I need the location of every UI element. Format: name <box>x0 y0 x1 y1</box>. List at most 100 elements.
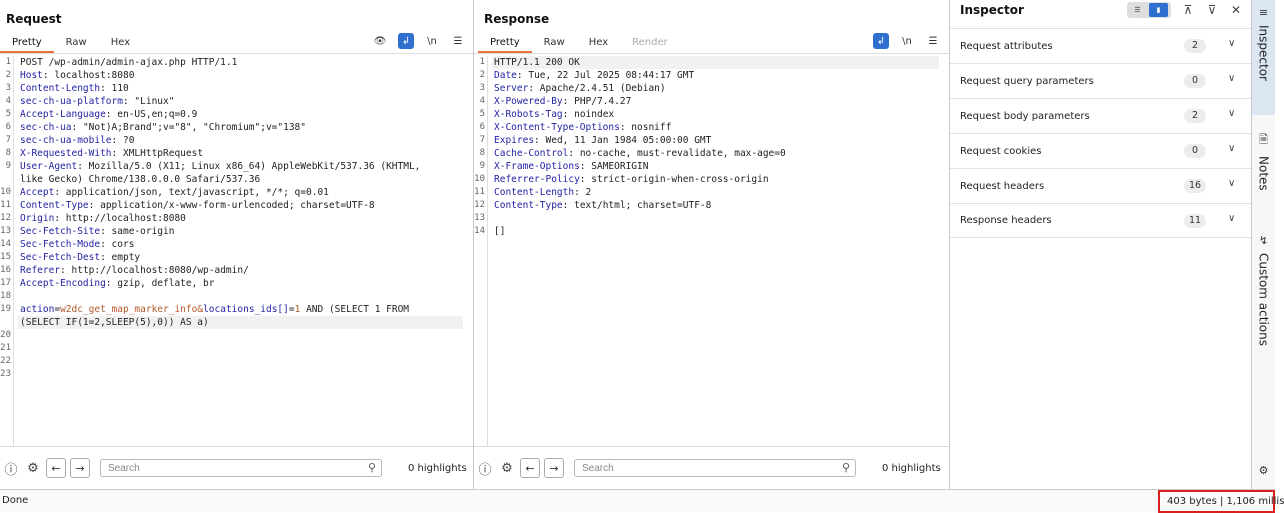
inspector-row-count: 0 <box>1184 144 1206 158</box>
tab-render[interactable]: Render <box>632 37 668 48</box>
request-toolbar: 👁 ↲ \n ☰ <box>372 33 466 49</box>
menu-icon[interactable]: ☰ <box>453 35 463 47</box>
header-colon: : <box>619 122 626 133</box>
header-colon: : <box>71 122 78 133</box>
header-colon: : <box>77 161 83 172</box>
help-icon[interactable]: ⓘ <box>4 462 18 478</box>
code-line: Referrer-Policy: strict-origin-when-cros… <box>494 173 939 186</box>
chevron-down-icon[interactable]: ∨ <box>1228 178 1236 189</box>
line-number: 11 <box>0 200 11 210</box>
header-name: User-Agent <box>20 161 78 172</box>
code-line <box>20 342 463 355</box>
gear-icon[interactable]: ⚙ <box>27 460 39 476</box>
wrap-icon[interactable]: ↲ <box>398 33 414 49</box>
status-text: Done <box>2 495 29 506</box>
help-icon[interactable]: ⓘ <box>478 462 492 478</box>
code-line: Content-Type: text/html; charset=UTF-8 <box>494 199 939 212</box>
eye-slash-icon[interactable]: 👁 <box>373 35 387 47</box>
close-icon[interactable]: ✕ <box>1230 3 1242 17</box>
header-name: X-Requested-With <box>20 148 112 159</box>
search-icon[interactable]: ⚲ <box>841 461 850 474</box>
header-value: http://localhost:8080 <box>60 213 186 224</box>
code-line <box>20 355 463 368</box>
chevron-down-icon[interactable]: ∨ <box>1228 38 1236 49</box>
code-line: Content-Length: 110 <box>20 82 463 95</box>
forward-button[interactable]: → <box>70 458 90 478</box>
chevron-down-icon[interactable]: ∨ <box>1228 143 1236 154</box>
response-search-input[interactable] <box>575 460 825 476</box>
chevron-down-icon[interactable]: ∨ <box>1228 73 1236 84</box>
line-number: 16 <box>0 265 11 275</box>
header-colon: : <box>562 200 569 211</box>
header-value: Apache/2.4.51 (Debian) <box>534 83 666 94</box>
code-line: X-Content-Type-Options: nosniff <box>494 121 939 134</box>
side-tab-custom-actions[interactable]: ↯ Custom actions <box>1252 228 1275 353</box>
header-colon: : <box>562 96 569 107</box>
line-number: 15 <box>0 252 11 262</box>
tab-hex[interactable]: Hex <box>588 37 609 48</box>
collapse-icon[interactable]: ⊽ <box>1207 3 1217 17</box>
code-line: Content-Length: 2 <box>494 186 939 199</box>
response-metrics: 403 bytes | 1,106 millis <box>1158 490 1284 513</box>
code-line: Expires: Wed, 11 Jan 1984 05:00:00 GMT <box>494 134 939 147</box>
menu-icon[interactable]: ☰ <box>928 35 938 47</box>
side-tab-inspector-label: Inspector <box>1256 25 1271 81</box>
line-number: 21 <box>0 343 11 353</box>
gear-icon[interactable]: ⚙ <box>501 460 513 476</box>
line-number <box>0 173 13 186</box>
code-line <box>494 212 939 225</box>
line-number: 10 <box>0 187 11 197</box>
wrap-icon[interactable]: ↲ <box>873 33 889 49</box>
side-tab-notes[interactable]: 🗎 Notes <box>1252 125 1275 215</box>
align-top-icon[interactable]: ⊼ <box>1183 3 1193 17</box>
code-line: sec-ch-ua-mobile: ?0 <box>20 134 463 147</box>
back-button[interactable]: ← <box>46 458 66 478</box>
chevron-down-icon[interactable]: ∨ <box>1228 213 1236 224</box>
inspector-layout-list-button[interactable]: ☰ <box>1134 6 1141 14</box>
forward-button[interactable]: → <box>544 458 564 478</box>
code-line: X-Requested-With: XMLHttpRequest <box>20 147 463 160</box>
search-icon[interactable]: ⚲ <box>367 461 376 474</box>
header-value: gzip, deflate, br <box>111 278 215 289</box>
header-name: Referer <box>20 265 61 276</box>
newline-icon[interactable]: \n <box>427 35 437 47</box>
side-tab-inspector[interactable]: ≡ Inspector <box>1252 0 1275 115</box>
tab-hex[interactable]: Hex <box>110 37 131 48</box>
side-settings[interactable]: ⚙ <box>1252 462 1275 482</box>
status-bar: Done 403 bytes | 1,106 millis <box>0 489 1284 513</box>
tab-raw[interactable]: Raw <box>543 37 565 48</box>
tab-raw[interactable]: Raw <box>65 37 87 48</box>
line-number: 13 <box>0 226 11 236</box>
header-colon: : <box>516 70 523 81</box>
inspector-row-label: Request query parameters <box>960 75 1094 87</box>
chevron-down-icon[interactable]: ∨ <box>1228 108 1236 119</box>
inspector-row-count: 0 <box>1184 74 1206 88</box>
header-value: application/json, text/javascript, */*; … <box>60 187 329 198</box>
tab-pretty[interactable]: Pretty <box>0 33 54 53</box>
param-name: action <box>20 304 55 315</box>
back-button[interactable]: ← <box>520 458 540 478</box>
inspector-row[interactable]: Request query parameters 0 ∨ <box>950 63 1251 98</box>
request-search-input[interactable] <box>101 460 351 476</box>
header-value: text/html; charset=UTF-8 <box>568 200 712 211</box>
tab-pretty[interactable]: Pretty <box>478 33 532 53</box>
line-number: 18 <box>0 291 11 301</box>
header-value: application/x-www-form-urlencoded; chars… <box>94 200 375 211</box>
newline-icon[interactable]: \n <box>902 35 912 47</box>
line-number: 4 <box>479 96 485 106</box>
request-tabs: Pretty Raw Hex <box>0 33 142 53</box>
arrow-right-icon: → <box>75 461 85 475</box>
inspector-layout-split-button[interactable]: ▮ <box>1149 3 1168 17</box>
